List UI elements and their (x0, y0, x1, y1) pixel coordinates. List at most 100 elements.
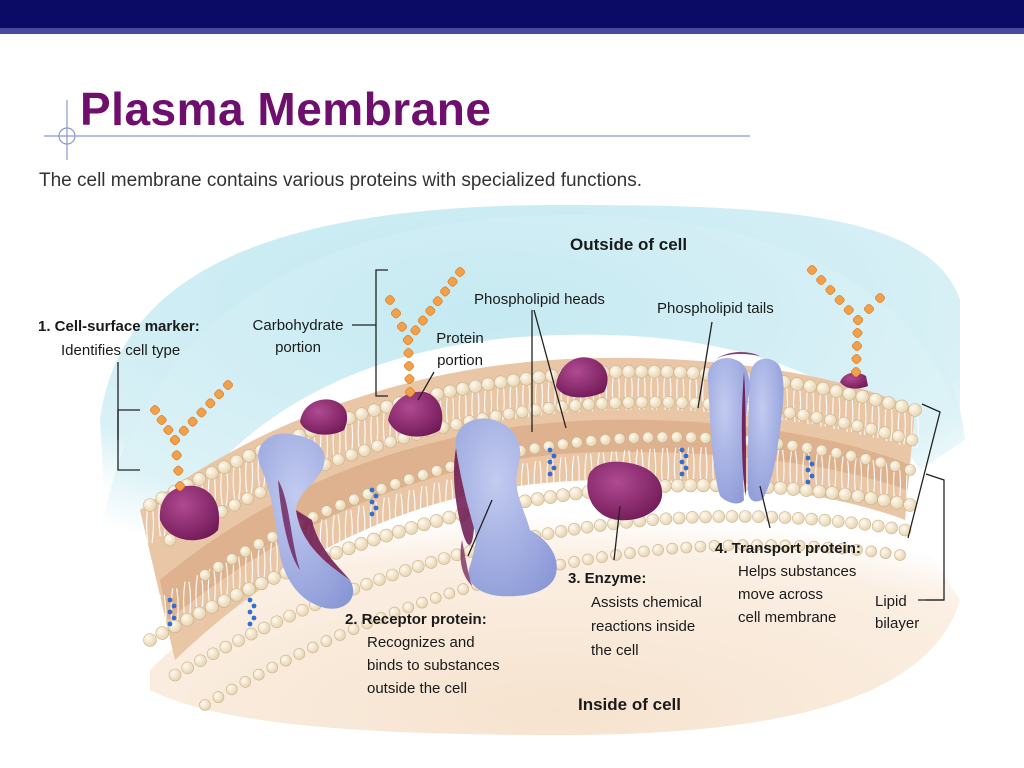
phospholipid-head (648, 395, 662, 409)
phospholipid-head (375, 483, 388, 495)
header-bar-stripe (0, 28, 1024, 34)
phospholipid-head (699, 510, 712, 524)
peripheral-protein-b (556, 357, 608, 398)
phospholipid-head (163, 533, 177, 547)
phospholipid-head (293, 648, 306, 660)
phospholipid-head (634, 364, 649, 379)
phospholipid-head (889, 460, 902, 472)
cholesterol-bead (551, 465, 557, 471)
phospholipid-head (842, 387, 857, 401)
phospholipid-head (568, 556, 580, 568)
phospholipid-head (694, 540, 707, 553)
phospholipid-head (345, 448, 358, 462)
phospholipid-head (580, 520, 594, 534)
phospholipid-head (205, 466, 219, 480)
phospholipid-head (808, 540, 820, 553)
phospholipid-tails-label: Phospholipid tails (657, 300, 774, 317)
phospholipid-head (736, 539, 749, 551)
phospholipid-head (468, 379, 483, 394)
phospholipid-head (506, 373, 521, 388)
phospholipid-head (659, 512, 673, 526)
cell-surface-marker-title: 1. Cell-surface marker: (38, 318, 200, 335)
phospholipid-head (858, 517, 872, 531)
leader-transport (759, 485, 771, 529)
phospholipid-head (306, 641, 319, 654)
cholesterol-bead (251, 603, 257, 609)
phospholipid-head (388, 606, 401, 619)
phospholipid-head (877, 493, 891, 508)
phospholipid-head (878, 426, 892, 439)
enzyme-protein (587, 461, 663, 521)
phospholipid-head (831, 515, 845, 528)
phospholipid-head (836, 542, 849, 555)
phospholipid-head (796, 408, 810, 422)
phospholipid-head (871, 519, 885, 533)
sugar-unit (417, 315, 428, 326)
cholesterol-bead (809, 461, 815, 467)
phospholipid-head (599, 433, 612, 446)
label-line: move across (738, 586, 823, 603)
sugar-unit (432, 296, 443, 307)
label-line: binds to substances (367, 657, 500, 674)
phospholipid-head (635, 395, 649, 409)
phospholipid-head (192, 472, 207, 486)
phospholipid-head (874, 456, 887, 469)
phospholipid-head (672, 511, 686, 525)
cholesterol-bead (171, 615, 177, 621)
cholesterol-bead (373, 505, 379, 511)
cholesterol-bead (547, 471, 553, 477)
phospholipid-head (881, 396, 896, 410)
receptor-protein-center (454, 418, 557, 597)
phospholipid-head (502, 407, 516, 421)
sugar-unit (851, 340, 863, 352)
phospholipid-head (894, 399, 909, 414)
phospholipid-head (595, 397, 609, 410)
phospholipid-head (143, 498, 157, 512)
phospholipid-head (266, 531, 279, 543)
phospholipid-head (816, 381, 831, 396)
phospholipid-head (686, 366, 701, 380)
label-line: Lipid (875, 593, 907, 610)
outside-cell-label: Outside of cell (570, 235, 687, 254)
phospholipid-head (868, 392, 883, 407)
phospholipid-head (685, 510, 699, 524)
phospholipid-head (530, 492, 545, 506)
sugar-unit (187, 416, 198, 427)
phospholipid-head (855, 389, 870, 404)
sugar-unit (403, 360, 415, 372)
sugar-unit (404, 386, 416, 398)
phospholipid-head (791, 511, 805, 525)
carbohydrate-chains (149, 264, 886, 492)
phospholipid-head (334, 499, 347, 512)
phospholipid-head (845, 516, 858, 530)
leader-heads-2 (533, 309, 567, 429)
phospholipid-head (541, 527, 555, 541)
peripheral-proteins (159, 357, 868, 541)
phospholipid-head (341, 541, 356, 556)
receptor-protein-left (258, 433, 354, 609)
phospholipid-head (725, 510, 739, 523)
phospholipid-head (229, 454, 244, 469)
phospholipid-head (556, 488, 570, 503)
phospholipid-head (905, 433, 919, 447)
cholesterol-bead (809, 473, 815, 479)
phospholipid-head (622, 396, 635, 409)
phospholipid-head (803, 379, 817, 394)
phospholipid-head (790, 377, 804, 391)
label-line: outside the cell (367, 680, 467, 697)
glycoprotein-right (840, 372, 868, 389)
phospholipid-head (528, 442, 541, 455)
phospholipid-head (266, 661, 279, 674)
phospholipid-head (180, 612, 194, 627)
phospholipid-head (398, 564, 412, 577)
membrane-core-shade (160, 419, 910, 620)
phospholipid-head (738, 510, 752, 523)
phospholipid-head (582, 398, 595, 411)
label-line: Identifies cell type (61, 342, 180, 359)
sugar-unit (852, 327, 863, 339)
sugar-unit (852, 314, 864, 326)
phospholipid-head (898, 523, 912, 537)
